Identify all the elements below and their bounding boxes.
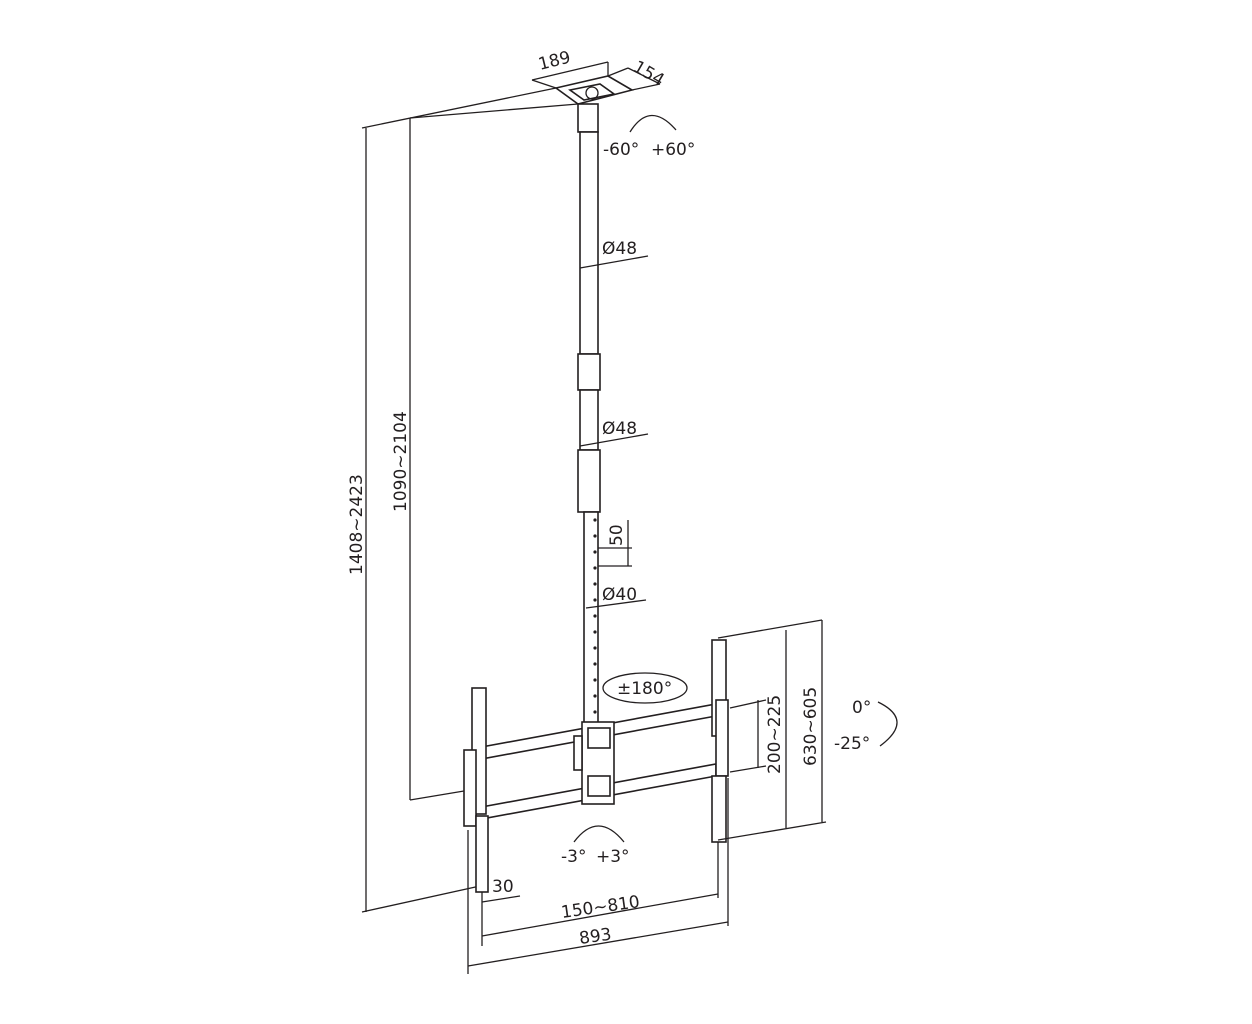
tv-bracket: [463, 639, 729, 893]
level-arrow-icon: [573, 825, 625, 843]
plate-width-label: 189: [536, 48, 572, 75]
pole-hole: [593, 646, 597, 650]
tube-lower-label: Ø40: [602, 585, 637, 605]
rotation-arrow-icon: [602, 672, 688, 704]
vertical-b-label: 630~605: [801, 687, 821, 766]
pole-hole: [593, 630, 597, 634]
level-label-right: +3°: [596, 847, 630, 867]
pole: [577, 103, 601, 725]
tilt-label-bottom: -25°: [834, 734, 870, 754]
offset-label: 30: [492, 877, 514, 897]
pole-hole: [593, 566, 597, 570]
tube-middle-label: Ø48: [602, 419, 637, 439]
plate-depth-label: 154: [630, 57, 668, 91]
total-height-label: 1408~2423: [347, 474, 367, 575]
vertical-a-label: 200~225: [765, 695, 785, 774]
pole-hole: [593, 678, 597, 682]
level-label-left: -3°: [561, 847, 586, 867]
hole-spacing-label: 50: [607, 524, 627, 546]
pole-hole: [593, 550, 597, 554]
swivel-label-left: -60°: [603, 140, 639, 160]
pole-hole: [593, 710, 597, 714]
ceiling-plate: [531, 61, 661, 105]
total-width-label: 893: [578, 925, 613, 949]
pole-hole: [593, 534, 597, 538]
tube-upper-label: Ø48: [602, 239, 637, 259]
pole-hole: [593, 598, 597, 602]
pole-hole: [593, 582, 597, 586]
pole-hole: [593, 694, 597, 698]
pole-height-label: 1090~2104: [391, 411, 411, 512]
vesa-width-label: 150~810: [560, 892, 641, 923]
pole-hole: [593, 614, 597, 618]
pole-hole: [593, 662, 597, 666]
pole-hole: [593, 518, 597, 522]
rotation-label: ±180°: [617, 679, 672, 699]
swivel-arrow-icon: [629, 114, 677, 133]
swivel-label-right: +60°: [651, 140, 695, 160]
tilt-arrow-icon: [877, 701, 898, 747]
tilt-label-top: 0°: [852, 698, 871, 718]
